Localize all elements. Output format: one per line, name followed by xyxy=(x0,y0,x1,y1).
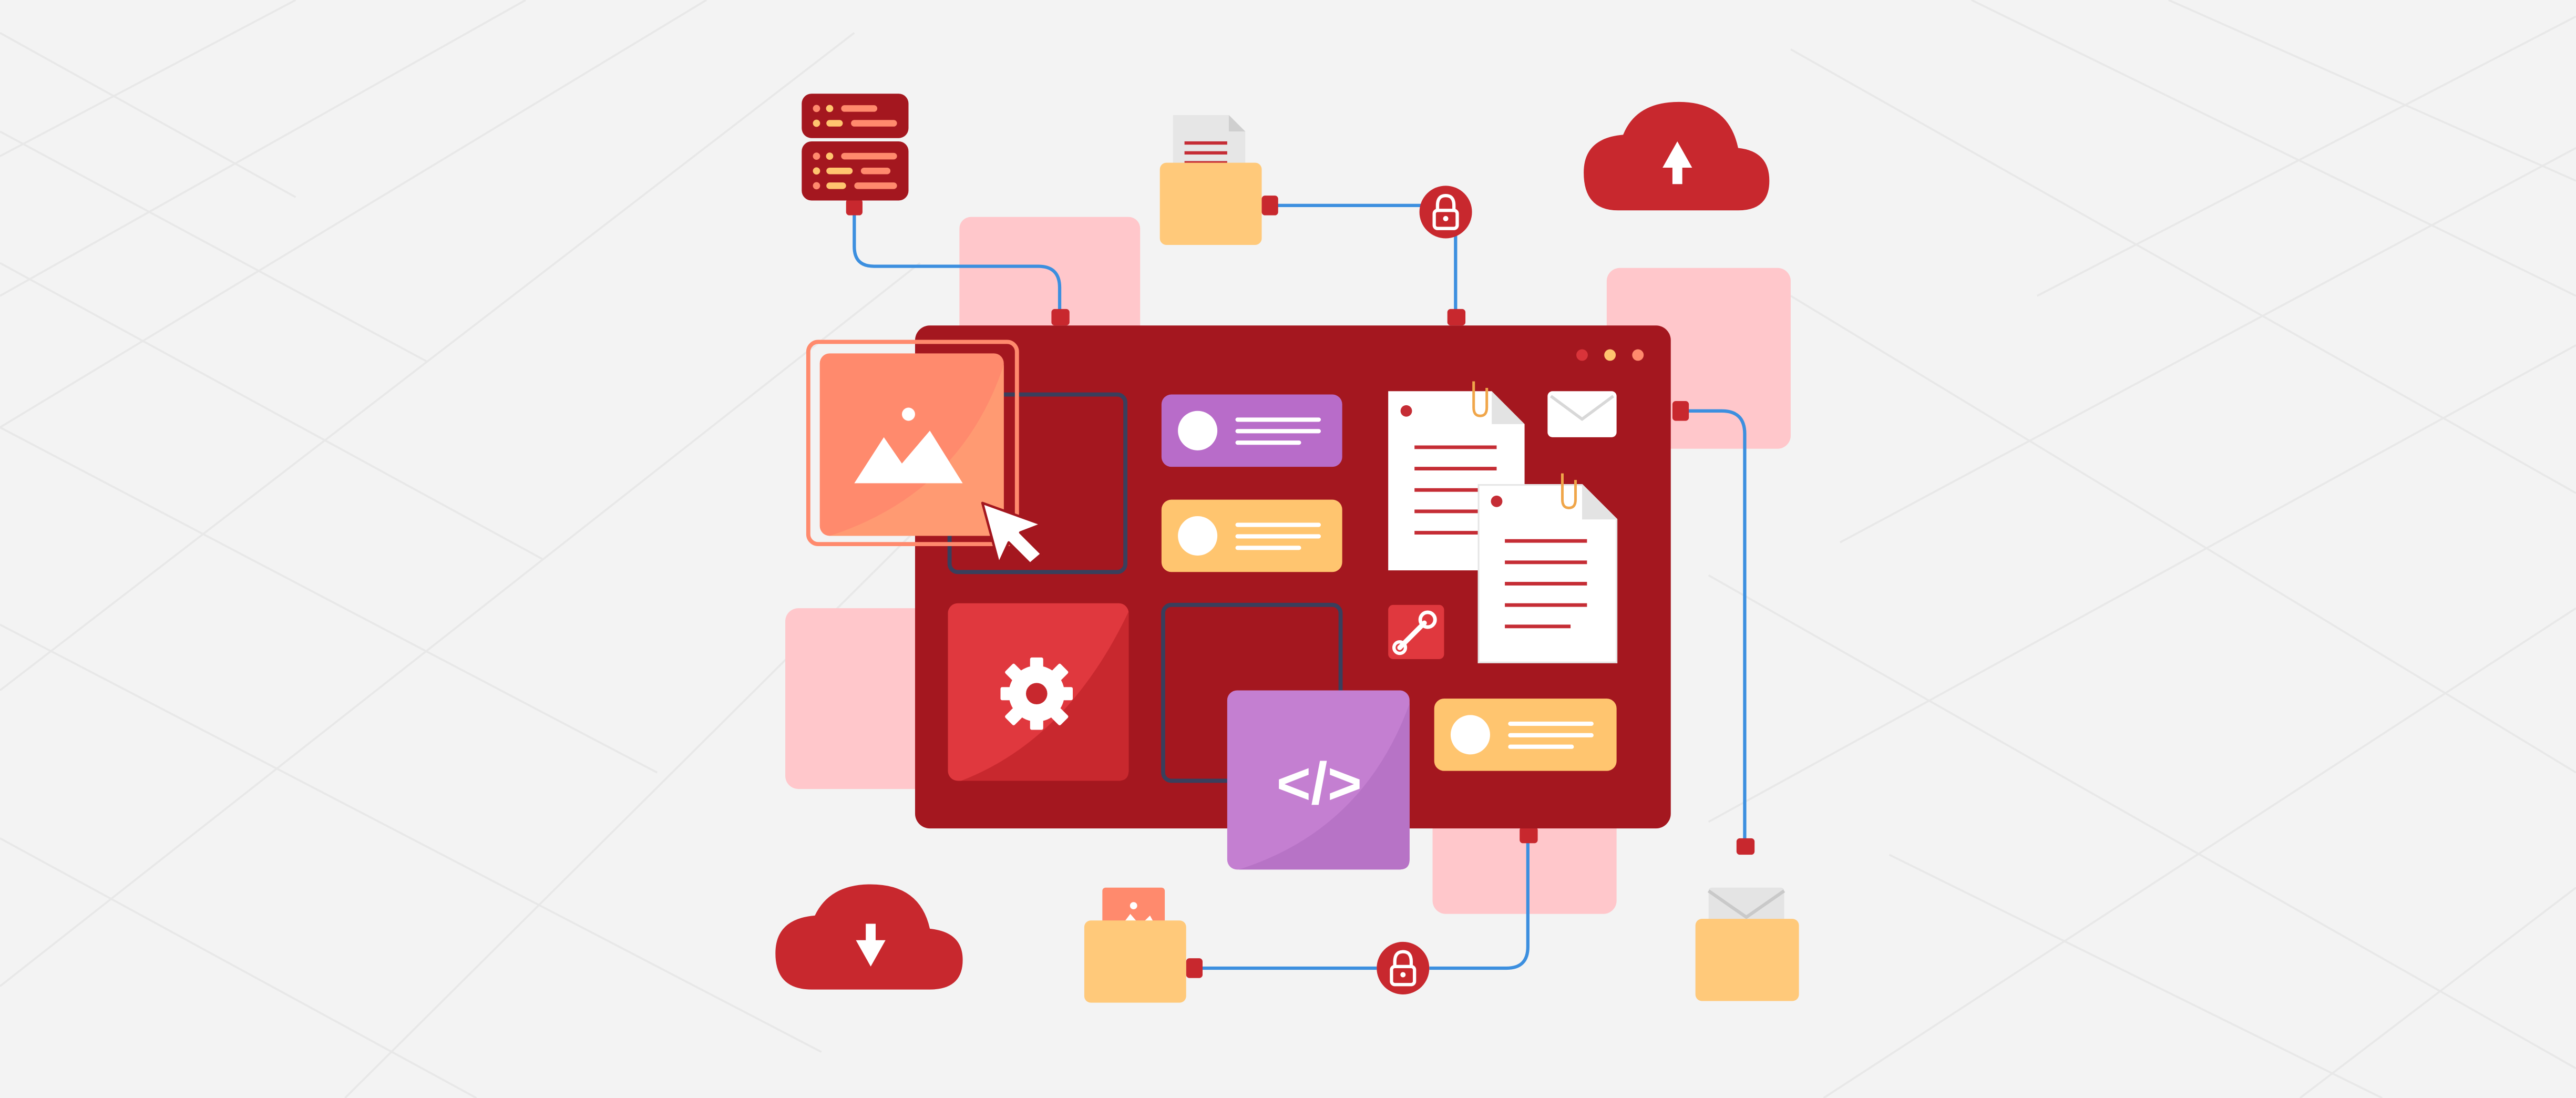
code-icon: </> xyxy=(1277,750,1362,816)
folder-image-icon xyxy=(1084,887,1186,1003)
browser-window-icon xyxy=(915,325,1671,829)
server-rack-icon xyxy=(802,94,909,201)
folder-mail-icon xyxy=(1695,887,1799,1001)
paperclip-icon xyxy=(1472,381,1489,417)
cloud-download-icon xyxy=(775,884,963,990)
cursor-icon xyxy=(981,501,1043,565)
list-card-purple xyxy=(1161,394,1342,467)
list-card-yellow-1 xyxy=(1161,499,1342,572)
list-card-yellow-2 xyxy=(1434,699,1617,771)
gear-card xyxy=(948,603,1129,781)
gear-icon xyxy=(1000,657,1073,730)
line-server-to-browser xyxy=(853,210,1062,321)
lock-icon xyxy=(1419,186,1472,239)
connector-plugs xyxy=(846,196,1755,978)
paperclip-icon-2 xyxy=(1561,473,1577,509)
window-dot-2 xyxy=(1604,349,1616,361)
envelope-icon xyxy=(1547,391,1617,437)
connector-lines xyxy=(853,203,1747,970)
lock-icon-bottom xyxy=(1377,941,1430,994)
line-browser-to-lock xyxy=(1429,832,1530,970)
folder-document-icon xyxy=(1159,115,1262,245)
window-dot-3 xyxy=(1632,349,1644,361)
image-card-icon xyxy=(806,340,1019,547)
cloud-upload-icon xyxy=(1584,101,1770,211)
line-browser-to-mailfolder xyxy=(1680,409,1747,848)
code-card: </> xyxy=(1227,690,1410,870)
window-dot-1 xyxy=(1576,349,1588,361)
document-icon-2 xyxy=(1477,473,1618,663)
wrench-icon xyxy=(1388,604,1444,660)
